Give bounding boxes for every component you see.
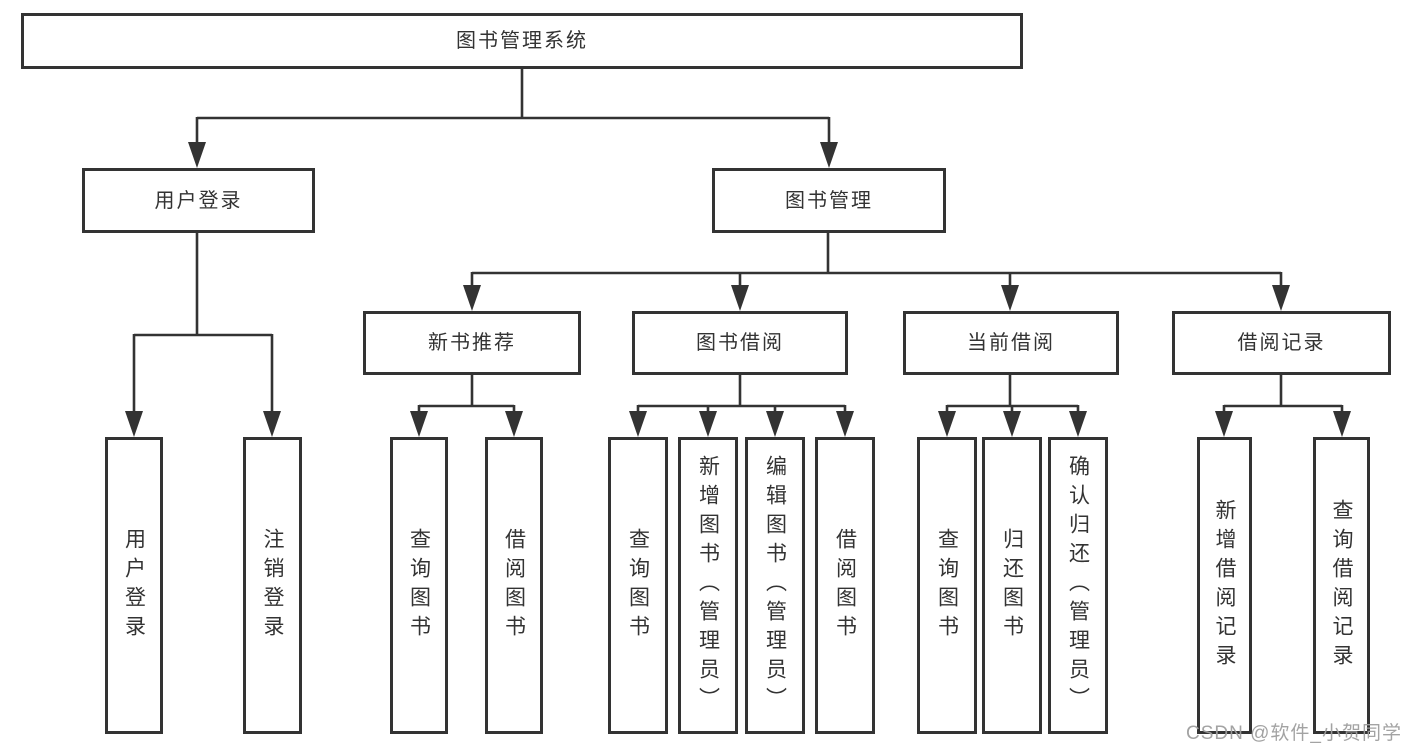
leaf-newbook-borrow-books: 借阅图书 [485, 437, 543, 734]
node-library-system: 图书管理系统 [21, 13, 1023, 69]
node-label: 用户登录 [154, 189, 243, 212]
leaf-label: 归还图书 [1000, 527, 1024, 644]
leaf-current-query-books: 查询图书 [917, 437, 977, 734]
leaf-label: 确认归还（管理员） [1066, 455, 1090, 716]
leaf-label: 新增图书（管理员） [696, 455, 720, 716]
connector-borrow-to-leaves [629, 374, 854, 437]
leaf-label: 编辑图书（管理员） [763, 455, 787, 716]
connector-newbook-to-leaves [410, 374, 523, 437]
node-label: 新书推荐 [428, 332, 516, 354]
leaf-newbook-query-books: 查询图书 [390, 437, 448, 734]
connector-records-to-leaves [1215, 374, 1351, 437]
node-label: 图书借阅 [696, 332, 784, 354]
leaf-current-return-books: 归还图书 [982, 437, 1042, 734]
leaf-label: 借阅图书 [502, 527, 526, 644]
connector-userlogin-to-leaves [125, 232, 281, 437]
leaf-label: 注销登录 [261, 527, 284, 644]
leaf-label: 查询图书 [407, 527, 431, 644]
csdn-watermark: CSDN @软件_小贺同学 [1186, 723, 1402, 744]
leaf-label: 查询借阅记录 [1330, 498, 1353, 673]
node-label: 图书管理系统 [456, 30, 588, 52]
node-current-borrow: 当前借阅 [903, 311, 1119, 375]
node-new-book-recommend: 新书推荐 [363, 311, 581, 375]
node-book-management: 图书管理 [712, 168, 946, 233]
node-label: 图书管理 [785, 189, 873, 212]
node-label: 借阅记录 [1237, 332, 1326, 354]
leaf-borrow-query-books: 查询图书 [608, 437, 668, 734]
node-book-borrow: 图书借阅 [632, 311, 848, 375]
leaf-current-confirm-return-admin: 确认归还（管理员） [1048, 437, 1108, 734]
leaf-borrow-add-books-admin: 新增图书（管理员） [678, 437, 738, 734]
leaf-borrow-borrow-books: 借阅图书 [815, 437, 875, 734]
leaf-logout: 注销登录 [243, 437, 302, 734]
leaf-label: 查询图书 [935, 527, 959, 644]
leaf-label: 查询图书 [626, 527, 650, 644]
connector-root-to-level2 [188, 68, 838, 168]
connector-current-to-leaves [938, 374, 1087, 437]
node-label: 当前借阅 [967, 332, 1055, 354]
leaf-borrow-edit-books-admin: 编辑图书（管理员） [745, 437, 805, 734]
leaf-records-add-record: 新增借阅记录 [1197, 437, 1252, 734]
leaf-label: 借阅图书 [833, 527, 857, 644]
leaf-label: 新增借阅记录 [1213, 498, 1236, 673]
leaf-records-query-record: 查询借阅记录 [1313, 437, 1370, 734]
leaf-user-login: 用户登录 [105, 437, 163, 734]
leaf-label: 用户登录 [122, 527, 146, 644]
connector-bookmgmt-to-level3 [463, 232, 1290, 311]
node-borrow-records: 借阅记录 [1172, 311, 1391, 375]
node-user-login: 用户登录 [82, 168, 315, 233]
